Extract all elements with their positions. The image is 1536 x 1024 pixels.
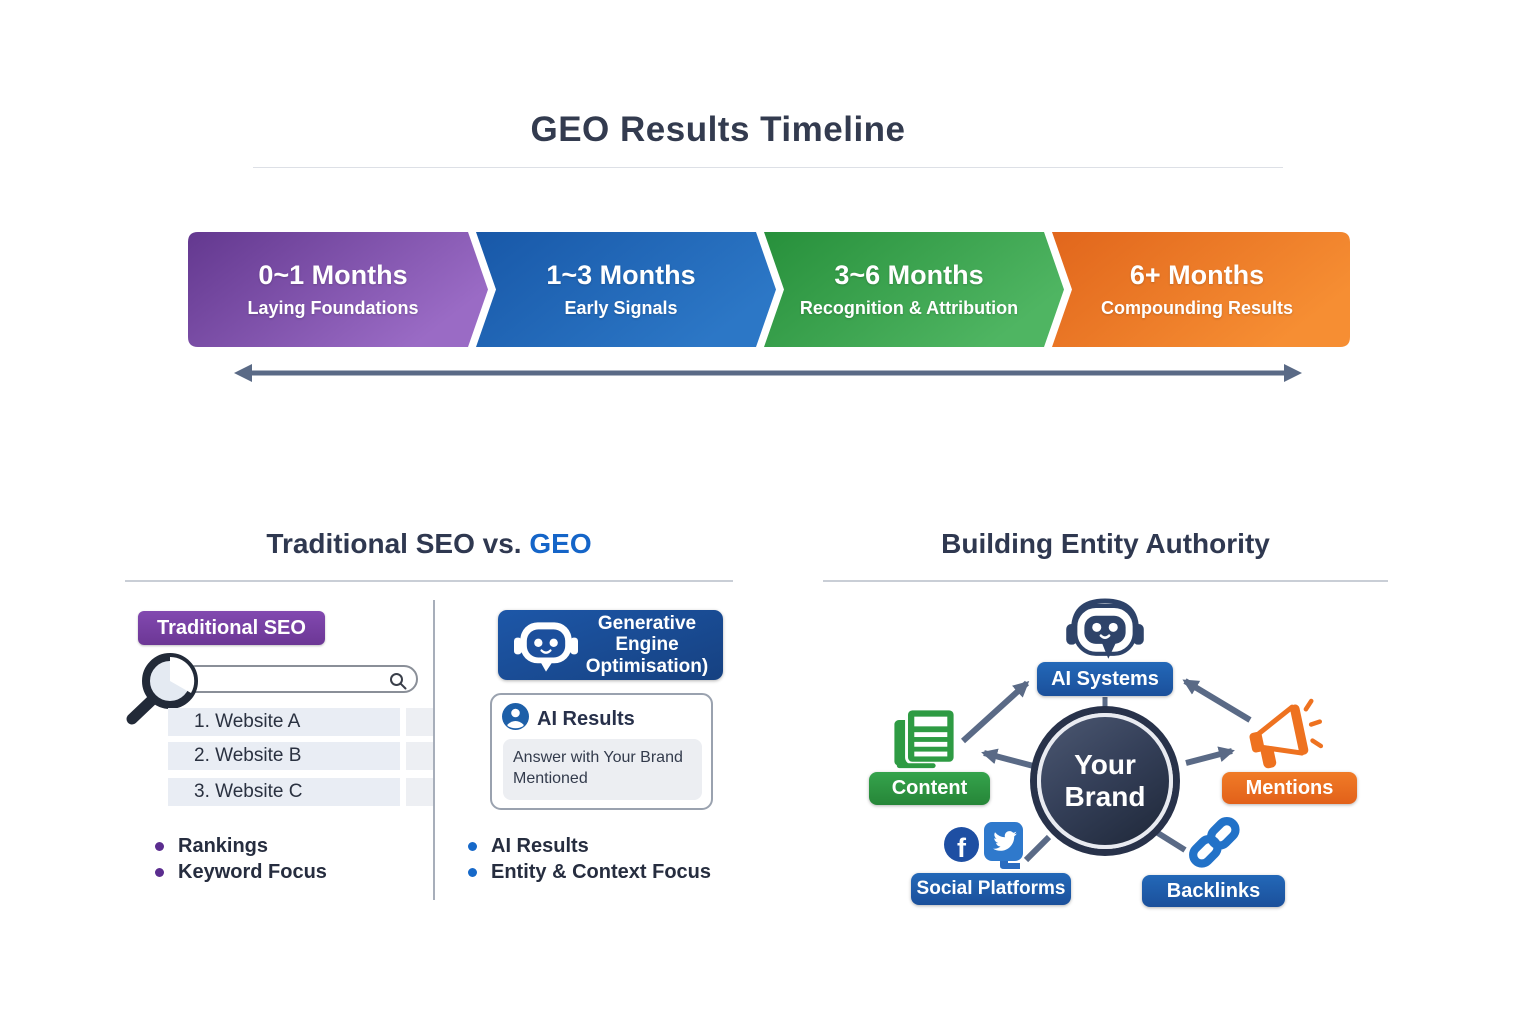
geo-badge: Generative Engine Optimisation) — [498, 610, 723, 680]
stage-months: 6+ Months — [1129, 260, 1265, 290]
brand-line: Brand — [1064, 781, 1146, 812]
timeline-stage-4: 6+ Months Compounding Results — [1052, 232, 1342, 347]
serp-side-block — [406, 708, 435, 736]
content-icon — [891, 707, 957, 769]
robot-icon — [514, 622, 578, 672]
geo-badge-line: Generative — [597, 613, 697, 635]
geo-badge-line: Engine — [615, 634, 679, 656]
entity-connectors — [960, 678, 1252, 863]
traditional-bullets: Rankings Keyword Focus — [155, 833, 327, 885]
page-title: GEO Results Timeline — [530, 110, 906, 149]
timeline-stage-3: 3~6 Months Recognition & Attribution — [764, 232, 1054, 347]
entity-title: Building Entity Authority — [941, 528, 1270, 559]
backlink-chain-icon — [1189, 817, 1240, 868]
search-bar — [182, 665, 418, 693]
ai-card-answer: Answer with Your Brand Mentioned — [503, 739, 702, 800]
stage-label: Recognition & Attribution — [799, 298, 1019, 318]
geo-badge-line: Optimisation) — [585, 655, 709, 677]
bullet-item: Rankings — [155, 833, 327, 859]
bullet-label: Keyword Focus — [178, 860, 327, 883]
comparison-title-rule — [125, 580, 733, 582]
serp-side-block — [406, 778, 435, 806]
megaphone-icon — [1249, 698, 1324, 769]
comparison-title-accent: GEO — [529, 528, 592, 559]
timeline-stage-1: 0~1 Months Laying Foundations — [188, 232, 478, 347]
geo-badge-text: Generative Engine Optimisation) — [577, 610, 717, 680]
entity-title-rule — [823, 580, 1388, 582]
ai-systems-badge: AI Systems — [1037, 662, 1173, 696]
ai-robot-icon — [1066, 598, 1144, 659]
comparison-title: Traditional SEO vs. GEO — [125, 528, 733, 560]
column-divider — [433, 600, 435, 900]
stage-months: 1~3 Months — [546, 260, 696, 290]
backlinks-badge: Backlinks — [1142, 875, 1285, 907]
serp-result-row: 2. Website B — [168, 742, 400, 770]
serp-side-block — [406, 742, 435, 770]
twitter-icon — [984, 822, 1023, 869]
timeline-stage-4-shape — [1052, 232, 1350, 347]
stage-label: Compounding Results — [1101, 298, 1293, 318]
mentions-badge: Mentions — [1222, 772, 1357, 804]
serp-result-row: 1. Website A — [168, 708, 400, 736]
stage-label: Laying Foundations — [247, 298, 419, 318]
bullet-dot — [468, 841, 477, 851]
timeline-stage-2: 1~3 Months Early Signals — [476, 232, 766, 347]
title-divider — [253, 167, 1283, 168]
content-badge: Content — [869, 772, 990, 805]
serp-result-row: 3. Website C — [168, 778, 400, 806]
ai-card-title: AI Results — [537, 708, 635, 730]
traditional-seo-badge: Traditional SEO — [138, 611, 325, 645]
timeline-stage-3-shape — [764, 232, 1064, 347]
comparison-title-main: Traditional SEO vs. — [266, 528, 522, 559]
bullet-dot — [468, 867, 477, 877]
ai-results-card: AI Results Answer with Your Brand Mentio… — [490, 693, 713, 810]
bullet-dot — [155, 867, 164, 877]
bullet-label: Rankings — [178, 834, 269, 857]
timeline-stage-1-shape — [188, 232, 488, 347]
facebook-icon: f — [944, 827, 979, 862]
your-brand-hub: Your Brand — [1037, 713, 1173, 849]
facebook-glyph: f — [957, 833, 966, 862]
timeline-stage-2-shape — [476, 232, 776, 347]
bullet-item: AI Results — [468, 833, 711, 859]
magnifier-icon — [126, 653, 198, 725]
timeline-chevron-band — [188, 232, 1350, 347]
stage-months: 3~6 Months — [834, 260, 984, 290]
brand-line: Your — [1074, 748, 1136, 780]
bullet-item: Keyword Focus — [155, 859, 327, 885]
bullet-label: AI Results — [491, 834, 589, 857]
stage-months: 0~1 Months — [258, 260, 408, 290]
bullet-label: Entity & Context Focus — [491, 860, 712, 883]
bullet-dot — [155, 841, 164, 851]
bullet-item: Entity & Context Focus — [468, 859, 711, 885]
social-platforms-badge: Social Platforms — [911, 873, 1071, 905]
user-icon — [502, 703, 529, 730]
search-icon — [390, 673, 407, 690]
geo-bullets: AI Results Entity & Context Focus — [468, 833, 711, 885]
timeline-axis-arrow — [234, 364, 1302, 382]
stage-label: Early Signals — [564, 298, 678, 318]
